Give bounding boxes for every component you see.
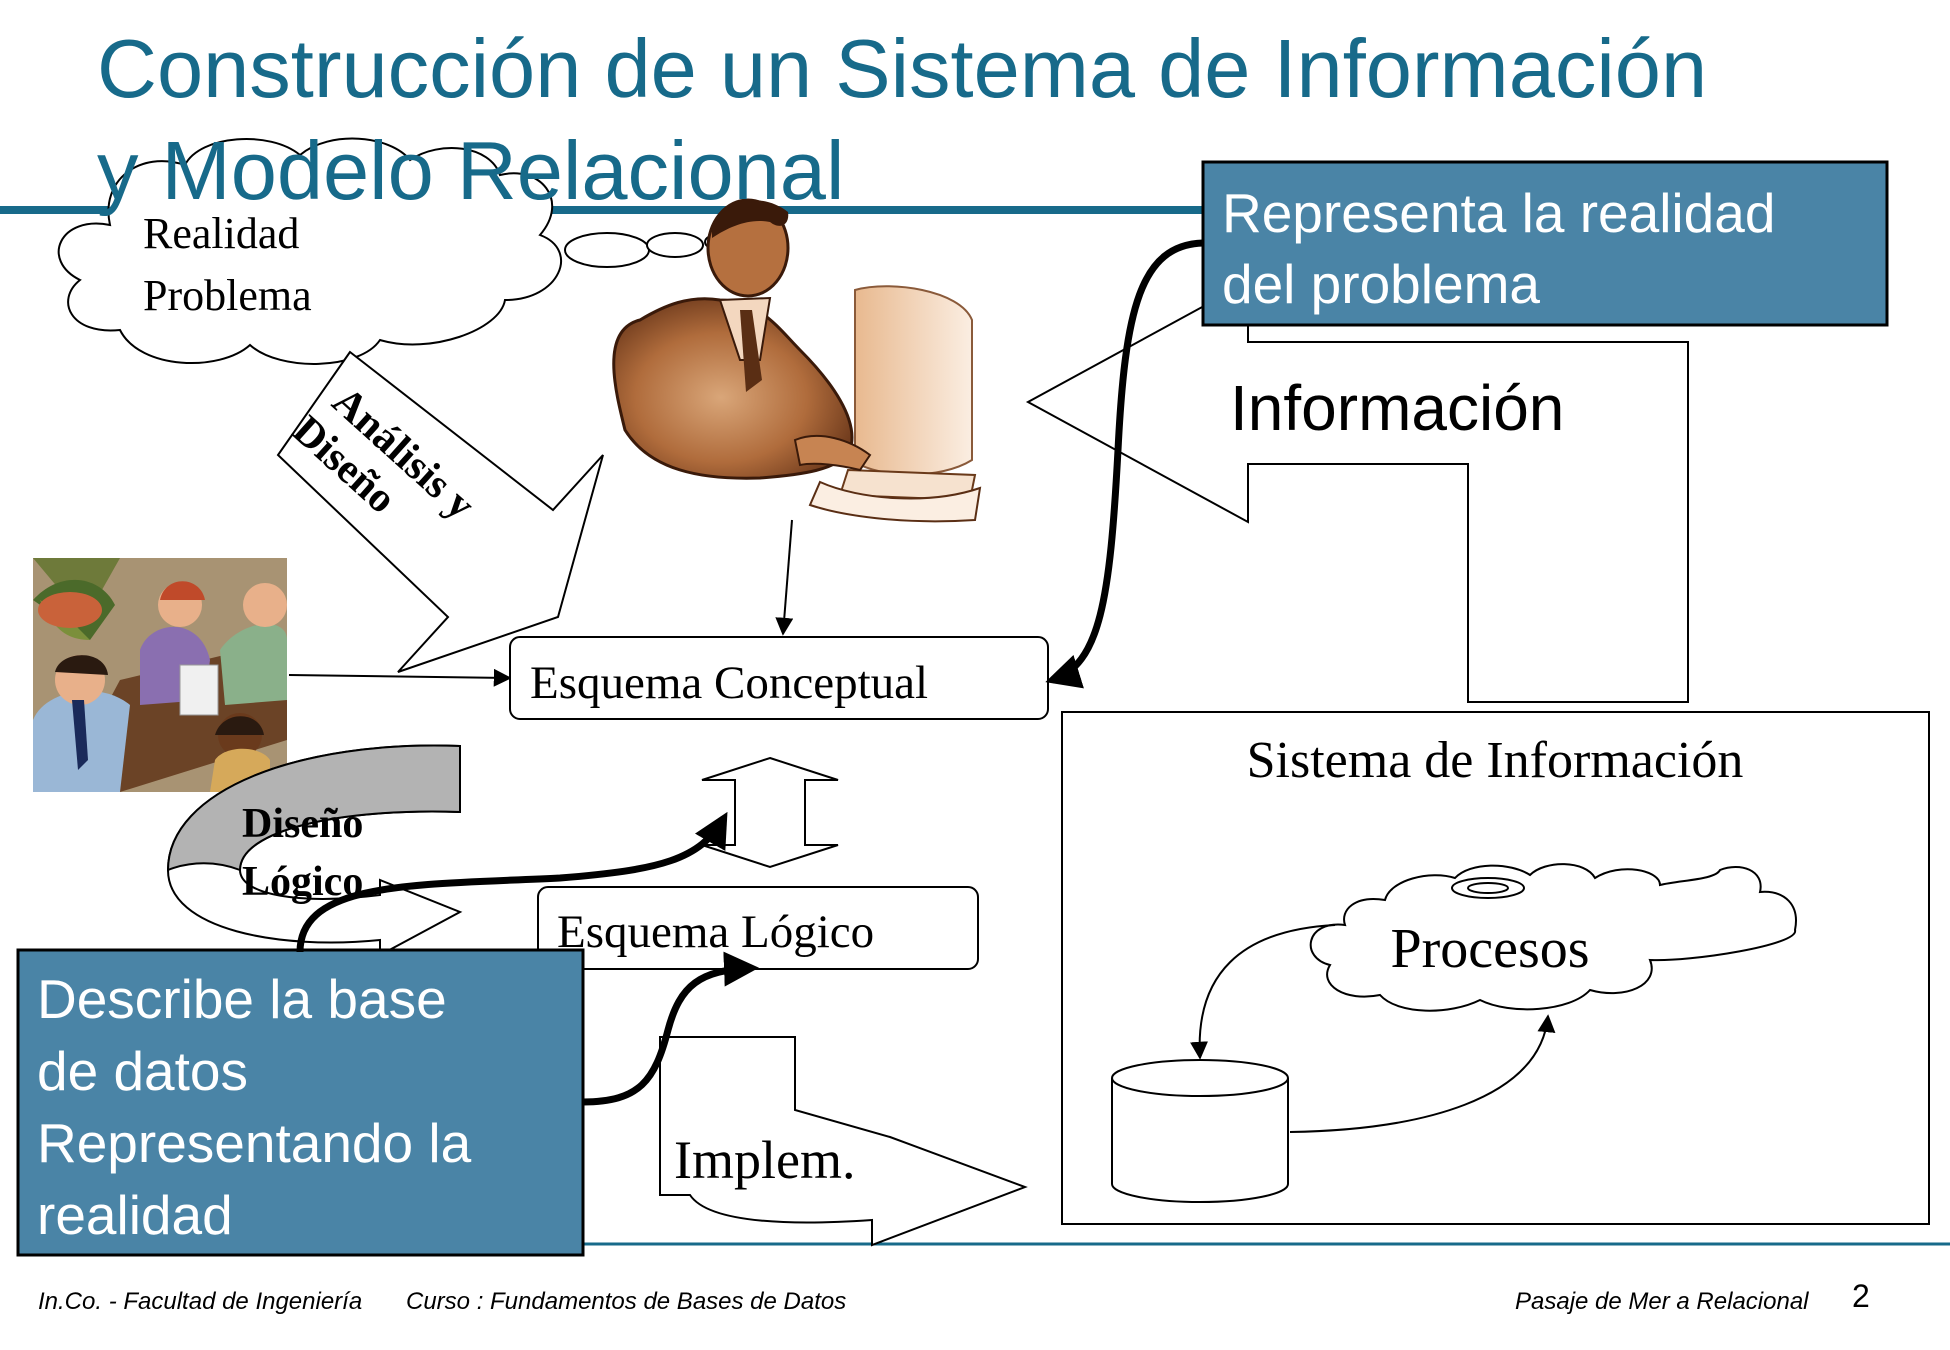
procesos-cloud [1309,863,1797,1012]
slide-title-line1: Construcción de un Sistema de Informació… [97,22,1708,115]
database-to-procesos-arrow [1289,1014,1556,1133]
callout-bottom-line1: Describe la base [37,968,447,1030]
arrow-diseno-logico-line1: Diseño [242,801,363,847]
arrow-implem: Implem. [659,1036,1028,1247]
meeting-to-conceptual-arrow [288,668,512,687]
analyst-to-conceptual-arrow [775,519,794,636]
esquema-conceptual-box: Esquema Conceptual [509,636,1049,720]
arrow-diseno-logico: Diseño Lógico [166,744,463,957]
slide-title: Construcción de un Sistema de Informació… [97,18,1797,222]
esquema-logico-box: Esquema Lógico [537,886,979,970]
arrow-informacion-label: Información [1230,372,1564,444]
meeting-clipart-icon [33,558,287,792]
callout-top-connector [1045,239,1204,689]
callout-top-line2: del problema [1222,253,1540,315]
footer-org: In.Co. - Facultad de Ingeniería [38,1288,363,1315]
sistema-informacion-label: Sistema de Información [1247,732,1744,789]
sistema-informacion-frame: Sistema de Información Procesos [1061,711,1930,1225]
callout-bottom-connector-conceptual [296,811,728,953]
analyst-clipart-icon [612,198,982,523]
page-number: 2 [1852,1278,1870,1314]
callout-top-line1: Representa la realidad [1222,182,1775,244]
callout-top-box [1201,160,1889,327]
database-cylinder-icon [1111,1059,1289,1203]
slide-title-line2: y Modelo Relacional [97,124,845,217]
cloud-realidad-line1: Realidad [143,209,299,258]
callout-bottom-line4: realidad [37,1184,233,1246]
arrow-analisis-diseno: Análisis y Diseño [276,350,604,673]
callout-bottom-line2: de datos [37,1040,248,1102]
arrow-informacion: Información [1025,280,1689,703]
arrow-implem-label: Implem. [674,1130,855,1190]
double-arrow-conceptual-logico [701,756,839,869]
procesos-to-database-arrow [1190,924,1336,1060]
procesos-label: Procesos [1390,918,1589,980]
footer-course: Curso : Fundamentos de Bases de Datos [406,1288,847,1315]
esquema-logico-label: Esquema Lógico [557,906,874,958]
callout-bottom-line3: Representando la [37,1112,472,1174]
cloud-realidad-line2: Problema [143,271,312,320]
callout-bottom-connector-logico [582,951,759,1106]
esquema-conceptual-label: Esquema Conceptual [530,657,928,709]
footer-topic: Pasaje de Mer a Relacional [1515,1288,1809,1315]
